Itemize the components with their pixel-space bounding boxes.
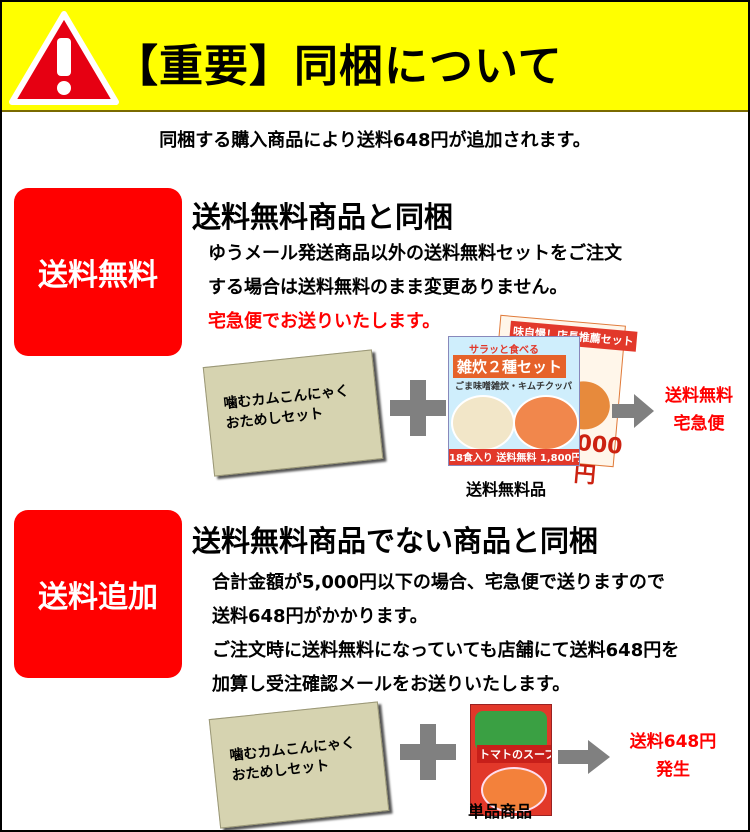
tomato-image <box>475 711 547 751</box>
section2-result-line1: 送料648円 <box>629 732 717 752</box>
package-back-price: 000円 <box>572 430 624 489</box>
section2-line1: 合計金額が5,000円以下の場合、宅急便で送りますので <box>212 572 665 593</box>
plus-icon <box>390 380 446 436</box>
sample-set-box: 噛むカムこんにゃくおためしセット <box>202 349 384 477</box>
section2-line4: 加算し受注確認メールをお送りいたします。 <box>212 674 571 695</box>
section2-result-line2: 発生 <box>656 760 690 780</box>
section1-line2: する場合は送料無料のまま変更ありません。 <box>208 277 568 298</box>
arrow-right-icon <box>612 394 654 428</box>
soup-product-package: トマトのスープ <box>470 704 552 816</box>
arrow-right-icon <box>558 740 610 774</box>
warning-icon <box>9 11 119 105</box>
bowl-image <box>481 767 547 813</box>
section2-title: 送料無料商品でない商品と同梱 <box>192 524 599 558</box>
sample-set-line1: 噛むカムこんにゃく <box>228 735 356 765</box>
section1-result-line2: 宅急便 <box>673 414 725 434</box>
sample-set-line1: 噛むカムこんにゃく <box>222 383 350 413</box>
section1-result: 送料無料 宅急便 <box>654 382 744 438</box>
notice-text: 同梱する購入商品により送料648円が追加されます。 <box>159 130 591 151</box>
section1-line3: 宅急便でお送りいたします。 <box>208 311 441 332</box>
extra-shipping-badge: 送料追加 <box>14 510 182 678</box>
header-banner: 【重要】同梱について <box>2 2 748 112</box>
plus-icon <box>400 724 456 780</box>
extra-shipping-badge-label: 送料追加 <box>38 580 158 615</box>
section2-line3: ご注文時に送料無料になっていても店舗にて送料648円を <box>212 640 680 661</box>
package-footer: 18食入り 送料無料 1,800円 <box>449 449 579 465</box>
package-name: 雑炊２種セット <box>453 355 567 378</box>
sample-set-box: 噛むカムこんにゃくおためしセット <box>208 701 390 829</box>
soup-label: トマトのスープ <box>477 745 551 763</box>
section1-title: 送料無料商品と同梱 <box>192 200 454 234</box>
bowl-image <box>513 395 579 451</box>
section1-line1: ゆうメール発送商品以外の送料無料セットをご注文 <box>208 243 622 264</box>
free-shipping-badge-label: 送料無料 <box>38 258 158 293</box>
sample-set-label: 噛むカムこんにゃくおためしセット <box>223 381 352 434</box>
section1-result-line1: 送料無料 <box>665 386 733 406</box>
free-shipping-badge: 送料無料 <box>14 188 182 356</box>
section1-caption: 送料無料品 <box>466 480 547 499</box>
bowl-image <box>451 395 515 451</box>
package-description: ごま味噌雑炊・キムチクッパ <box>455 382 573 392</box>
page-title: 【重要】同梱について <box>114 41 563 92</box>
section2-result: 送料648円 発生 <box>618 728 728 784</box>
section2-line2: 送料648円がかかります。 <box>212 606 428 627</box>
package-subtitle: サラッと食べる <box>469 345 539 356</box>
product-package: サラッと食べる 雑炊２種セット ごま味噌雑炊・キムチクッパ 18食入り 送料無料… <box>448 336 580 466</box>
header-divider <box>2 110 748 112</box>
section2-caption: 単品商品 <box>468 802 533 821</box>
sample-set-label: 噛むカムこんにゃくおためしセット <box>229 733 358 786</box>
